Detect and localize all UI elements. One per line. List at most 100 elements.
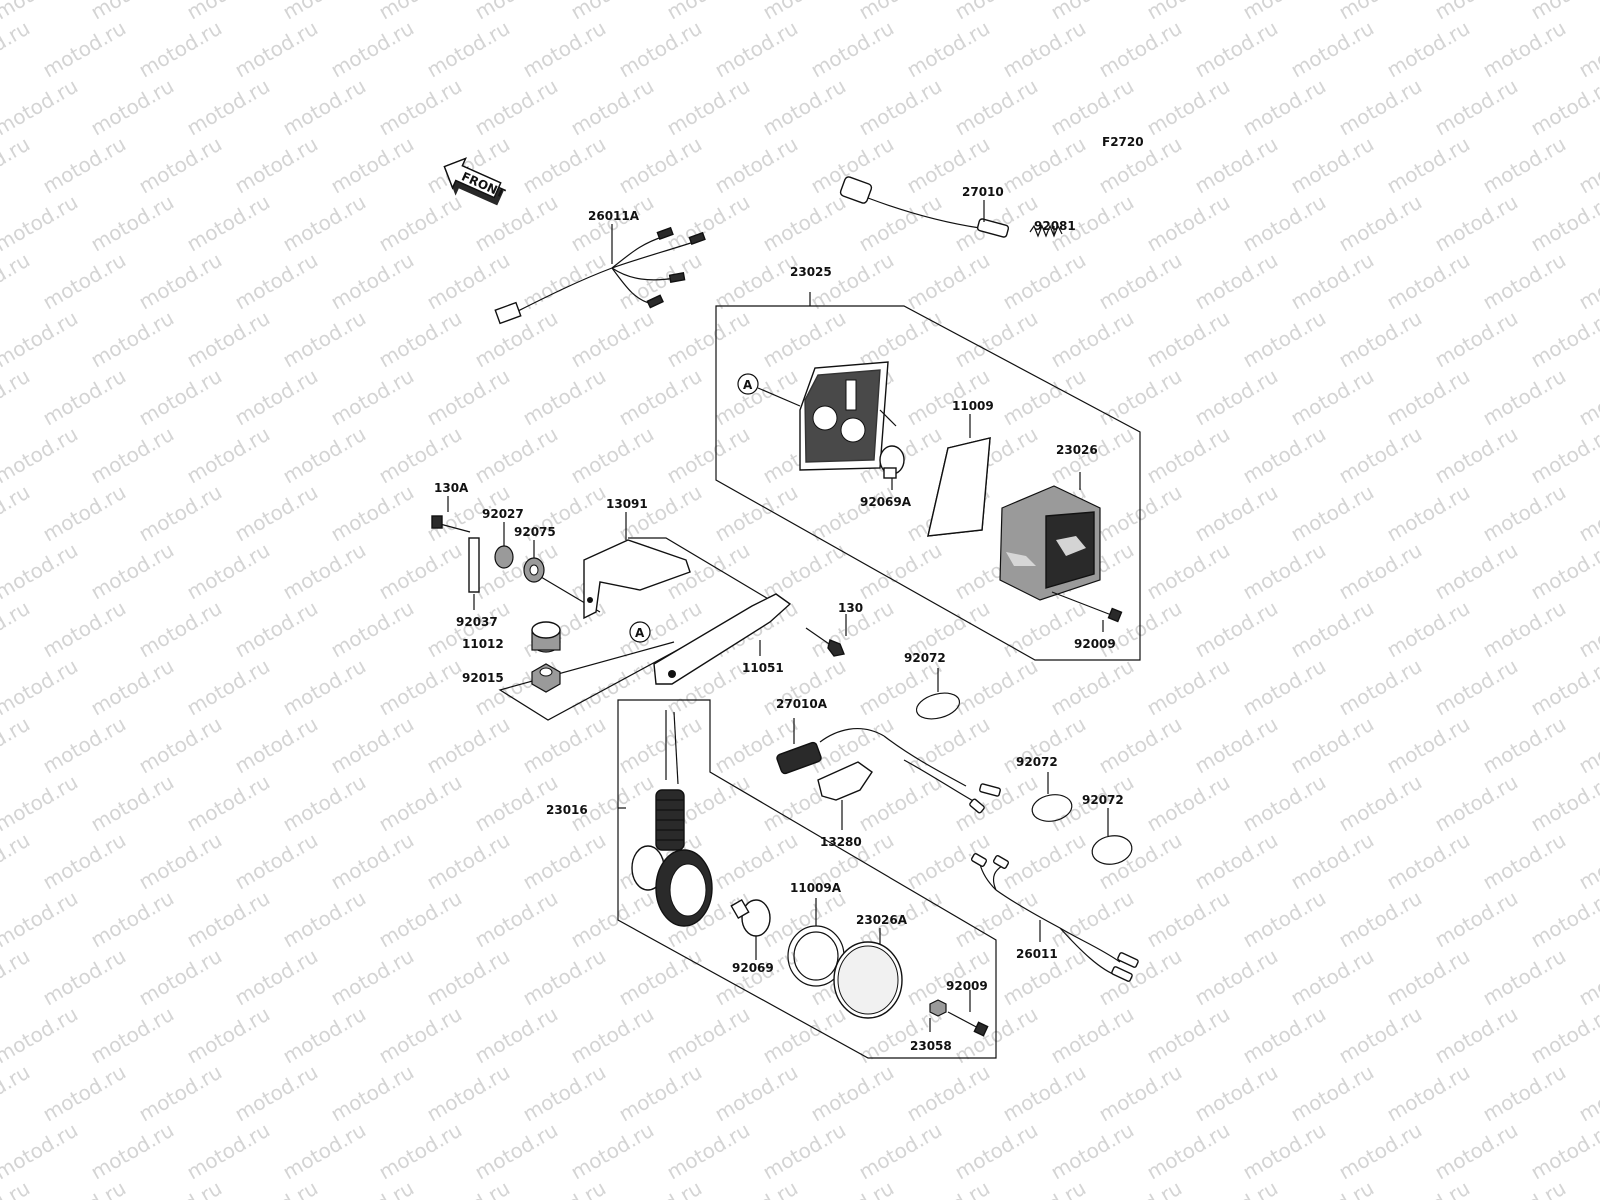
part-label-23025[interactable]: 23025 <box>790 265 832 279</box>
watermark-text: motod.ru <box>951 654 1042 721</box>
watermark-text: motod.ru <box>1383 1176 1474 1200</box>
watermark-text: motod.ru <box>1335 654 1426 721</box>
screw-92009-lower <box>947 990 989 1037</box>
watermark-text: motod.ru <box>1527 1118 1600 1185</box>
watermark-text: motod.ru <box>39 132 130 199</box>
watermark-text: motod.ru <box>375 770 466 837</box>
watermark-text: motod.ru <box>327 132 418 199</box>
watermark-text: motod.ru <box>1527 422 1600 489</box>
part-label-92081[interactable]: 92081 <box>1034 219 1076 233</box>
bulb-92069a <box>879 445 905 490</box>
part-label-11009[interactable]: 11009 <box>952 399 994 413</box>
watermark-text: motod.ru <box>135 596 226 663</box>
watermark-text: motod.ru <box>1239 0 1330 24</box>
front-arrow-icon: FRONT <box>443 157 508 206</box>
watermark-text: motod.ru <box>327 828 418 895</box>
watermark-text: motod.ru <box>1383 828 1474 895</box>
watermark-text: motod.ru <box>951 770 1042 837</box>
watermark-text: motod.ru <box>423 596 514 663</box>
part-label-92027[interactable]: 92027 <box>482 507 524 521</box>
watermark-text: motod.ru <box>375 538 466 605</box>
watermark-text: motod.ru <box>903 16 994 83</box>
watermark-text: motod.ru <box>1239 654 1330 721</box>
watermark-text: motod.ru <box>1239 1002 1330 1069</box>
watermark-text: motod.ru <box>279 0 370 24</box>
watermark-text: motod.ru <box>1287 132 1378 199</box>
part-label-92015[interactable]: 92015 <box>462 671 504 685</box>
watermark-text: motod.ru <box>1143 422 1234 489</box>
watermark-text: motod.ru <box>951 74 1042 141</box>
watermark-text: motod.ru <box>1527 538 1600 605</box>
watermark-text: motod.ru <box>519 364 610 431</box>
watermark-text: motod.ru <box>1047 1118 1138 1185</box>
watermark-text: motod.ru <box>1287 1060 1378 1127</box>
watermark-text: motod.ru <box>519 1060 610 1127</box>
part-label-92072-b[interactable]: 92072 <box>1016 755 1058 769</box>
watermark-text: motod.ru <box>1335 886 1426 953</box>
watermark-text: motod.ru <box>615 132 706 199</box>
watermark-text: motod.ru <box>471 886 562 953</box>
watermark-text: motod.ru <box>0 132 34 199</box>
part-label-11051[interactable]: 11051 <box>742 661 784 675</box>
part-label-27010a[interactable]: 27010A <box>776 697 828 711</box>
part-label-92075[interactable]: 92075 <box>514 525 556 539</box>
part-label-23016[interactable]: 23016 <box>546 803 588 817</box>
watermark-text: motod.ru <box>1527 306 1600 373</box>
watermark-text: motod.ru <box>1047 0 1138 24</box>
part-label-92069[interactable]: 92069 <box>732 961 774 975</box>
part-label-23026a[interactable]: 23026A <box>856 913 908 927</box>
watermark-text: motod.ru <box>471 0 562 24</box>
watermark-text: motod.ru <box>1239 886 1330 953</box>
watermark-text: motod.ru <box>39 944 130 1011</box>
watermark-text: motod.ru <box>0 422 82 489</box>
part-label-11012[interactable]: 11012 <box>462 637 504 651</box>
part-label-130[interactable]: 130 <box>838 601 863 615</box>
watermark-text: motod.ru <box>375 654 466 721</box>
watermark-text: motod.ru <box>1191 712 1282 779</box>
bracket-outline <box>498 537 772 721</box>
watermark-text: motod.ru <box>1143 74 1234 141</box>
watermark-text: motod.ru <box>1575 16 1600 83</box>
part-label-92072-a[interactable]: 92072 <box>904 651 946 665</box>
part-label-92037[interactable]: 92037 <box>456 615 498 629</box>
part-label-92072-c[interactable]: 92072 <box>1082 793 1124 807</box>
watermark-text: motod.ru <box>423 828 514 895</box>
watermark-text: motod.ru <box>1479 1060 1570 1127</box>
part-label-23058[interactable]: 23058 <box>910 1039 952 1053</box>
watermark-text: motod.ru <box>1479 364 1570 431</box>
watermark-text: motod.ru <box>903 944 994 1011</box>
watermark-text: motod.ru <box>375 1118 466 1185</box>
part-label-27010[interactable]: 27010 <box>962 185 1004 199</box>
part-label-11009a[interactable]: 11009A <box>790 881 842 895</box>
watermark-text: motod.ru <box>231 480 322 547</box>
watermark-text: motod.ru <box>1383 944 1474 1011</box>
watermark-text: motod.ru <box>1431 770 1522 837</box>
part-label-92069a[interactable]: 92069A <box>860 495 912 509</box>
watermark-text: motod.ru <box>39 1060 130 1127</box>
watermark-text: motod.ru <box>903 1060 994 1127</box>
watermark-text: motod.ru <box>183 1002 274 1069</box>
watermark-text: motod.ru <box>903 364 994 431</box>
watermark-text: motod.ru <box>615 248 706 315</box>
watermark-text: motod.ru <box>1143 1118 1234 1185</box>
watermark-text: motod.ru <box>87 190 178 257</box>
part-label-13280[interactable]: 13280 <box>820 835 862 849</box>
part-label-130a[interactable]: 130A <box>434 481 469 495</box>
part-label-26011a[interactable]: 26011A <box>588 209 640 223</box>
watermark-text: motod.ru <box>1383 132 1474 199</box>
spring-92081 <box>1029 224 1063 238</box>
watermark-text: motod.ru <box>0 16 34 83</box>
part-label-26011[interactable]: 26011 <box>1016 947 1058 961</box>
watermark-text: motod.ru <box>1575 596 1600 663</box>
watermark-text: motod.ru <box>183 0 274 24</box>
part-label-23026[interactable]: 23026 <box>1056 443 1098 457</box>
watermark-text: motod.ru <box>1335 538 1426 605</box>
watermark-text: motod.ru <box>567 74 658 141</box>
watermark-text: motod.ru <box>855 770 946 837</box>
watermark-text: motod.ru <box>1191 480 1282 547</box>
part-label-13091[interactable]: 13091 <box>606 497 648 511</box>
watermark-text: motod.ru <box>231 364 322 431</box>
part-label-92009-lower[interactable]: 92009 <box>946 979 988 993</box>
part-label-92009-upper[interactable]: 92009 <box>1074 637 1116 651</box>
watermark-text: motod.ru <box>1335 770 1426 837</box>
